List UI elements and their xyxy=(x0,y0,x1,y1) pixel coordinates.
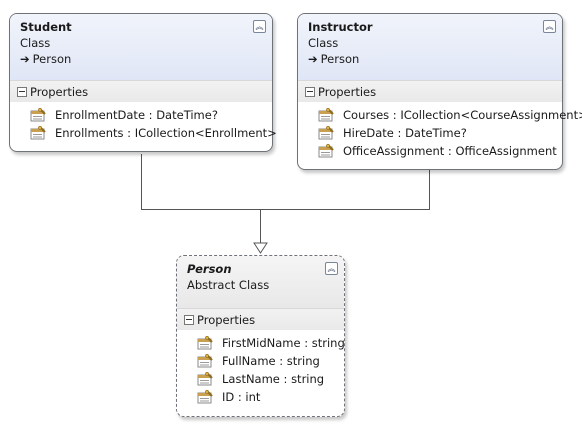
student-inherits: ➔Person xyxy=(20,51,262,67)
student-property-list: EnrollmentDate : DateTime? Enrollments :… xyxy=(10,102,277,142)
property-text: EnrollmentDate : DateTime? xyxy=(55,108,218,122)
instructor-class-kind: Class xyxy=(308,36,339,50)
person-class-header[interactable]: Person Abstract Class ︽ xyxy=(177,256,344,308)
property-item[interactable]: ID : int xyxy=(177,388,344,406)
collapse-minus-icon[interactable] xyxy=(184,315,194,325)
property-wrench-icon xyxy=(197,354,213,368)
instructor-inherits: ➔Person xyxy=(308,51,552,67)
property-wrench-icon xyxy=(197,372,213,386)
instructor-property-list: Courses : ICollection<CourseAssignment> … xyxy=(298,102,582,160)
double-chevron-up-icon[interactable]: ︽ xyxy=(325,262,338,275)
property-text: ID : int xyxy=(222,390,261,404)
student-class[interactable]: Student Class ➔Person ︽ Properties Enrol… xyxy=(9,13,277,152)
student-class-kind: Class xyxy=(20,36,51,50)
instructor-properties-header[interactable]: Properties xyxy=(298,80,562,102)
double-chevron-up-icon[interactable]: ︽ xyxy=(253,20,266,33)
student-base-class: Person xyxy=(32,52,72,66)
person-properties-label: Properties xyxy=(197,313,256,327)
property-text: Enrollments : ICollection<Enrollment> xyxy=(55,126,277,140)
person-class-name: Person xyxy=(187,262,232,276)
property-wrench-icon xyxy=(318,126,334,140)
property-text: FullName : string xyxy=(222,354,320,368)
property-text: OfficeAssignment : OfficeAssignment xyxy=(343,144,557,158)
inheritance-arrowhead xyxy=(253,242,268,254)
instructor-class-header[interactable]: Instructor Class ➔Person ︽ xyxy=(298,14,562,80)
property-text: FirstMidName : string xyxy=(222,336,345,350)
instructor-properties-label: Properties xyxy=(318,85,377,99)
student-properties-label: Properties xyxy=(30,85,89,99)
property-wrench-icon xyxy=(30,108,46,122)
instructor-base-class: Person xyxy=(320,52,360,66)
property-item[interactable]: LastName : string xyxy=(177,370,344,388)
instructor-class-name: Instructor xyxy=(308,20,373,34)
instructor-class[interactable]: Instructor Class ➔Person ︽ Properties Co… xyxy=(297,13,582,170)
property-wrench-icon xyxy=(318,108,334,122)
collapse-minus-icon[interactable] xyxy=(305,87,315,97)
student-class-header[interactable]: Student Class ➔Person ︽ xyxy=(10,14,272,80)
collapse-minus-icon[interactable] xyxy=(17,87,27,97)
property-item[interactable]: Enrollments : ICollection<Enrollment> xyxy=(10,124,277,142)
property-item[interactable]: FirstMidName : string xyxy=(177,334,345,352)
person-class-kind: Abstract Class xyxy=(187,278,270,292)
property-item[interactable]: OfficeAssignment : OfficeAssignment xyxy=(298,142,562,160)
student-properties-header[interactable]: Properties xyxy=(10,80,272,102)
property-wrench-icon xyxy=(318,144,334,158)
property-item[interactable]: EnrollmentDate : DateTime? xyxy=(10,106,272,124)
property-text: LastName : string xyxy=(222,372,325,386)
person-class[interactable]: Person Abstract Class ︽ Properties First… xyxy=(176,255,345,417)
property-item[interactable]: FullName : string xyxy=(177,352,344,370)
double-chevron-up-icon[interactable]: ︽ xyxy=(543,20,556,33)
right-arrow-icon: ➔ xyxy=(308,52,318,66)
property-item[interactable]: Courses : ICollection<CourseAssignment> xyxy=(298,106,582,124)
person-properties-header[interactable]: Properties xyxy=(177,308,344,330)
property-wrench-icon xyxy=(197,390,213,404)
student-class-name: Student xyxy=(20,20,72,34)
property-item[interactable]: HireDate : DateTime? xyxy=(298,124,562,142)
property-wrench-icon xyxy=(197,336,213,350)
property-wrench-icon xyxy=(30,126,46,140)
right-arrow-icon: ➔ xyxy=(20,52,30,66)
property-text: Courses : ICollection<CourseAssignment> xyxy=(343,108,582,122)
person-property-list: FirstMidName : string FullName : string … xyxy=(177,330,345,406)
property-text: HireDate : DateTime? xyxy=(343,126,467,140)
